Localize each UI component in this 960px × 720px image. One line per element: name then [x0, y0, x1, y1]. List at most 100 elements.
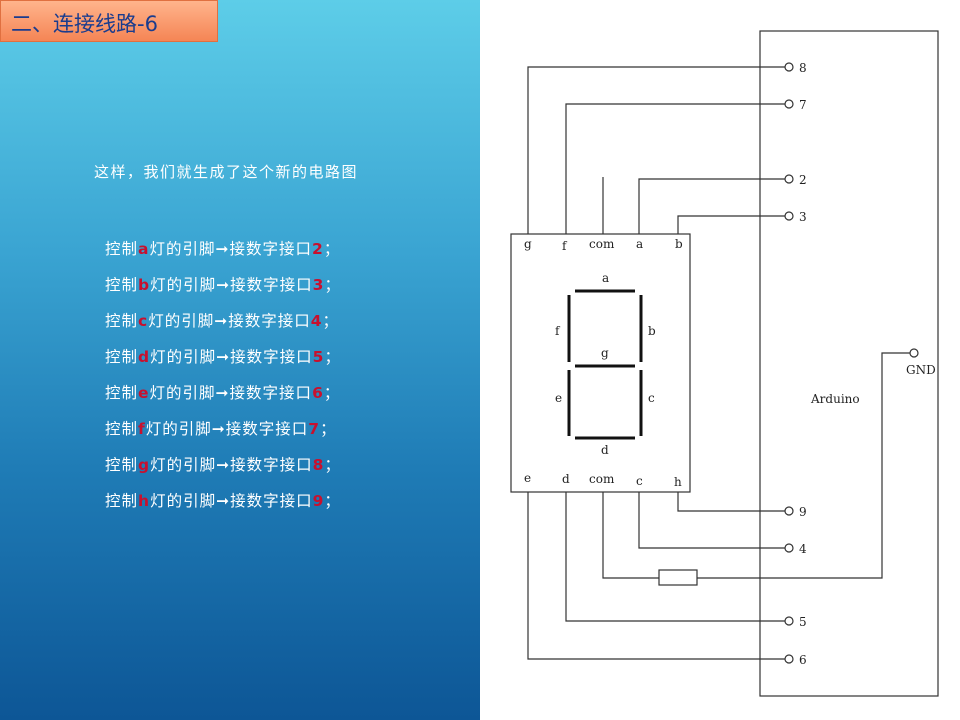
pin-mapping-row: 控制e灯的引脚➞接数字接口6；	[105, 381, 340, 403]
arrow-icon: ➞	[211, 420, 226, 438]
port-label-8: 8	[799, 61, 807, 75]
mapping-text: ；	[324, 276, 341, 294]
port-number: 2	[312, 240, 324, 258]
terminal-9	[784, 506, 794, 516]
mapping-text: ；	[322, 312, 340, 330]
wire-e-6	[527, 492, 785, 660]
pin-mapping-row: 控制h灯的引脚➞接数字接口9；	[105, 489, 341, 511]
pin-label-top-g: g	[524, 237, 532, 251]
port-label-6: 6	[799, 653, 807, 667]
wire-d-5	[565, 492, 785, 622]
port-label-2: 2	[799, 173, 807, 187]
pin-label-bottom-c: c	[636, 474, 643, 488]
wire-a-2	[638, 178, 785, 234]
port-label-4: 4	[799, 542, 807, 556]
port-number: 4	[310, 312, 323, 330]
mapping-text: 灯的引脚	[149, 384, 216, 402]
slide-title: 二、连接线路-6	[11, 12, 158, 36]
port-label-3: 3	[799, 210, 807, 224]
pin-mapping-row: 控制c灯的引脚➞接数字接口4；	[105, 309, 339, 331]
mapping-text: 控制	[105, 492, 139, 510]
segment-label-g: g	[601, 346, 609, 360]
arduino-label: Arduino	[810, 392, 860, 406]
mapping-text: 控制	[105, 420, 139, 438]
segment-letter: f	[138, 420, 146, 438]
pin-label-bottom-com: com	[589, 472, 615, 486]
terminal-gnd	[909, 348, 919, 358]
pin-label-top-b: b	[675, 237, 683, 251]
segment-label-c: c	[648, 391, 655, 405]
port-label-5: 5	[799, 615, 807, 629]
segment-letter: e	[138, 384, 150, 402]
pin-label-bottom-e: e	[524, 471, 531, 485]
terminal-8	[784, 62, 794, 72]
mapping-text: ；	[324, 456, 341, 474]
mapping-text: 接数字接口	[228, 312, 311, 330]
wire-com-gnd-b	[697, 352, 910, 579]
terminal-5	[784, 616, 794, 626]
arrow-icon: ➞	[216, 276, 231, 294]
mapping-text: 灯的引脚	[150, 276, 217, 294]
port-label-9: 9	[799, 505, 807, 519]
pin-mapping-row: 控制f灯的引脚➞接数字接口7；	[105, 417, 337, 439]
pin-label-bottom-h: h	[674, 475, 682, 489]
port-number: 6	[312, 384, 324, 402]
segment-label-e: e	[555, 391, 562, 405]
resistor	[658, 569, 698, 586]
port-number: 8	[312, 456, 325, 474]
pin-label-top-a: a	[636, 237, 643, 251]
mapping-text: ；	[324, 348, 341, 366]
mapping-text: 灯的引脚	[145, 420, 212, 438]
pin-label-top-com: com	[589, 237, 615, 251]
segment-label-a: a	[602, 271, 609, 285]
segment-letter: d	[138, 348, 151, 366]
arduino-board	[759, 30, 939, 697]
mapping-text: 接数字接口	[229, 240, 313, 258]
mapping-text: 灯的引脚	[148, 312, 215, 330]
mapping-text: ；	[323, 384, 341, 402]
terminal-2	[784, 174, 794, 184]
terminal-3	[784, 211, 794, 221]
mapping-text: 接数字接口	[230, 276, 313, 294]
mapping-text: 控制	[105, 276, 139, 294]
gnd-label: GND	[906, 363, 936, 377]
arrow-icon: ➞	[216, 456, 231, 474]
mapping-text: 灯的引脚	[150, 348, 217, 366]
slide-subtitle: 这样，我们就生成了这个新的电路图	[94, 163, 359, 181]
mapping-text: 控制	[105, 240, 139, 258]
port-number: 3	[312, 276, 325, 294]
wire-c-4	[638, 492, 785, 549]
port-label-7: 7	[799, 98, 807, 112]
segment-letter: c	[138, 312, 149, 330]
pin-label-bottom-d: d	[562, 472, 570, 486]
mapping-text: 接数字接口	[230, 348, 313, 366]
terminal-6	[784, 654, 794, 664]
segment-letter: a	[138, 240, 150, 258]
seven-segment-display	[510, 233, 691, 493]
segment-label-b: b	[648, 324, 656, 338]
mapping-text: 灯的引脚	[150, 492, 217, 510]
terminal-4	[784, 543, 794, 553]
pin-mapping-row: 控制d灯的引脚➞接数字接口5；	[105, 345, 341, 367]
wire-h-9	[677, 492, 785, 512]
arrow-icon: ➞	[216, 492, 231, 510]
pin-mapping-row: 控制a灯的引脚➞接数字接口2；	[105, 237, 340, 259]
wire-f-7	[565, 103, 785, 234]
mapping-text: 控制	[105, 312, 139, 330]
segment-label-d: d	[601, 443, 609, 457]
segment-letter: h	[138, 492, 151, 510]
pin-mapping-row: 控制g灯的引脚➞接数字接口8；	[105, 453, 341, 475]
port-number: 5	[312, 348, 325, 366]
wire-com-gnd-a	[602, 492, 659, 579]
segment-letter: g	[138, 456, 151, 474]
mapping-text: 接数字接口	[229, 384, 313, 402]
left-panel: 二、连接线路-6 这样，我们就生成了这个新的电路图 控制a灯的引脚➞接数字接口2…	[0, 0, 480, 720]
mapping-text: 接数字接口	[225, 420, 309, 438]
mapping-text: ；	[320, 420, 337, 438]
mapping-text: ；	[323, 240, 341, 258]
mapping-text: 灯的引脚	[149, 240, 216, 258]
arrow-icon: ➞	[215, 240, 230, 258]
wire-b-3	[677, 215, 785, 234]
circuit-diagram: g f com a b e d com c h a b c d e f g 8 …	[510, 30, 939, 697]
mapping-text: 接数字接口	[230, 492, 313, 510]
